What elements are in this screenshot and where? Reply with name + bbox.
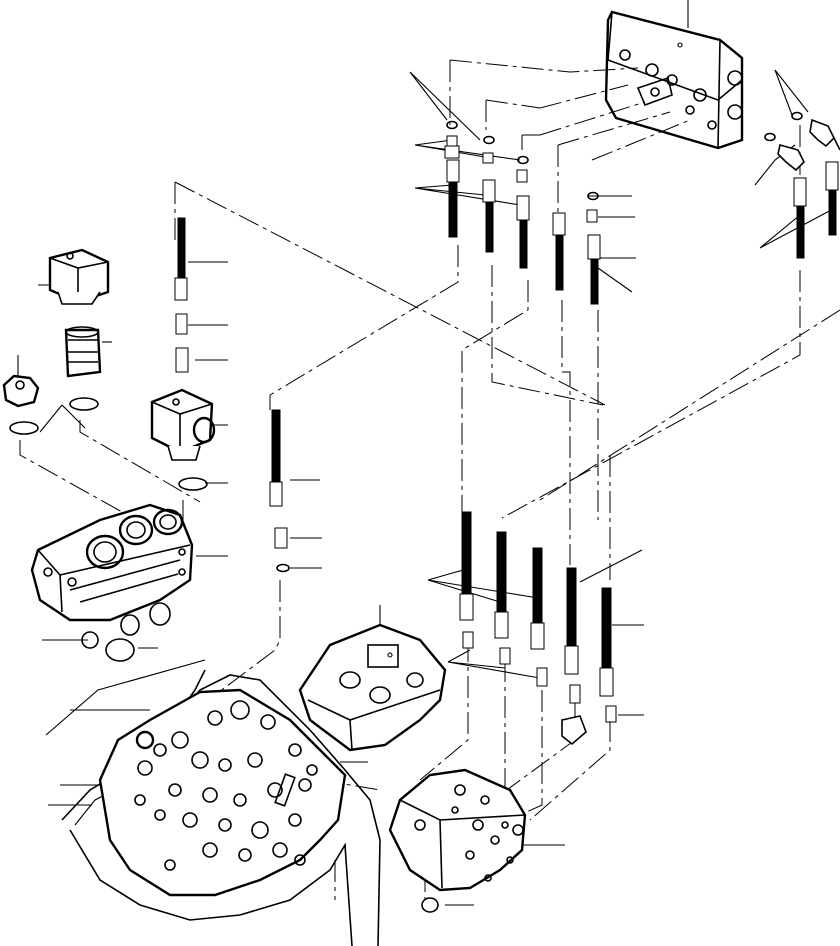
cap-nut bbox=[2, 374, 40, 408]
adapter-fitting bbox=[64, 326, 102, 378]
o-ring bbox=[483, 135, 495, 145]
elbow-fitting bbox=[561, 715, 587, 746]
o-ring bbox=[69, 397, 99, 411]
o-ring bbox=[791, 111, 803, 121]
o-ring bbox=[587, 191, 599, 201]
solenoid-valve-block bbox=[150, 388, 216, 461]
o-ring bbox=[105, 638, 135, 662]
center-lines bbox=[19, 59, 840, 900]
relief-valve bbox=[388, 768, 527, 892]
valve-cover-plate bbox=[298, 623, 447, 752]
tube-fitting bbox=[444, 135, 598, 223]
hydraulic-tube bbox=[174, 217, 290, 573]
upper-tube-assembly bbox=[174, 111, 840, 573]
o-ring bbox=[149, 602, 171, 626]
elbow-fitting bbox=[777, 118, 840, 172]
o-ring bbox=[517, 155, 529, 165]
o-ring bbox=[120, 614, 140, 636]
control-valve-body bbox=[30, 503, 194, 622]
solenoid-valve-block bbox=[48, 248, 110, 305]
o-ring bbox=[764, 132, 776, 142]
main-valve-body bbox=[98, 688, 347, 897]
o-ring bbox=[276, 563, 290, 573]
o-ring bbox=[178, 477, 208, 491]
o-ring bbox=[9, 421, 39, 435]
leader-lines bbox=[17, 69, 836, 906]
manifold-block bbox=[604, 0, 744, 150]
o-ring bbox=[421, 897, 439, 913]
lower-tube-assembly bbox=[459, 511, 617, 746]
hydraulic-tube bbox=[446, 159, 839, 305]
o-ring bbox=[81, 631, 99, 649]
o-ring bbox=[446, 120, 458, 130]
